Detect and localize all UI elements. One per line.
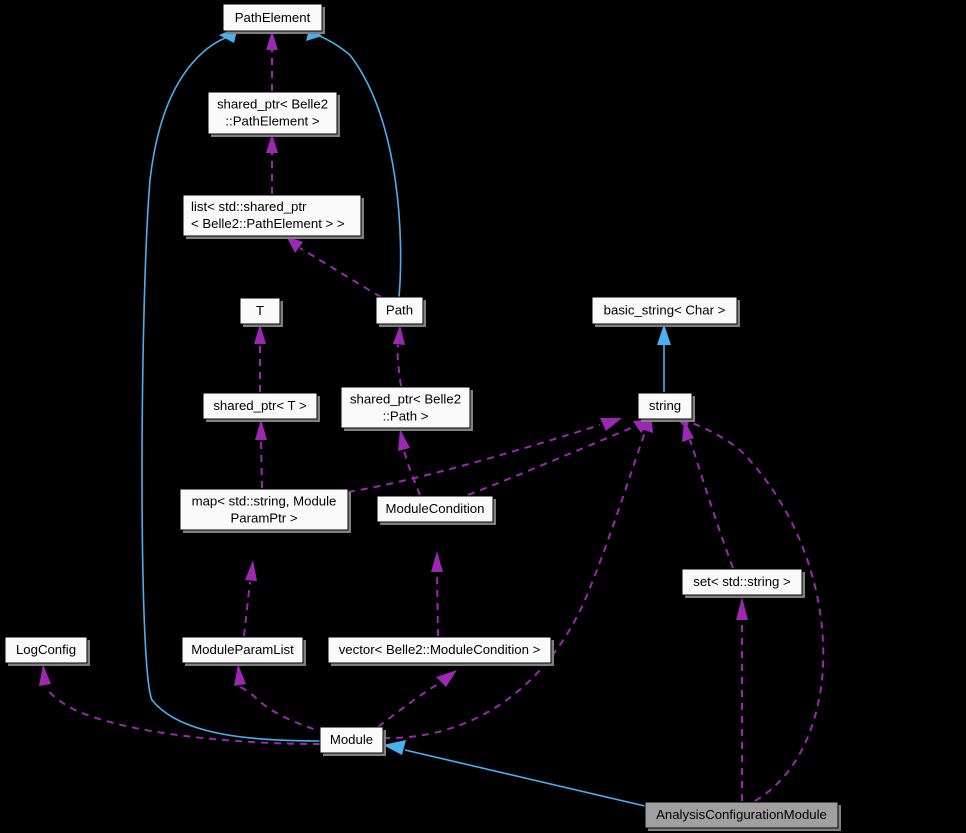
node-modulecondition-label: ModuleCondition [386, 501, 485, 516]
node-vector-modulecondition[interactable]: vector< Belle2::ModuleCondition > [327, 636, 554, 666]
node-shared-ptr-belle2-pathelement[interactable]: shared_ptr< Belle2 ::PathElement > [207, 91, 340, 137]
node-path[interactable]: Path [375, 296, 426, 327]
node-shared-ptr-t-label: shared_ptr< T > [213, 398, 307, 413]
node-analysisconfigurationmodule[interactable]: AnalysisConfigurationModule [644, 801, 841, 831]
node-map-string-moduleparamptr-label-line1: map< std::string, Module [192, 493, 337, 508]
edge-spt-to-t [254, 324, 266, 392]
edge-acm-to-setstring [736, 597, 748, 801]
edge-modulecondition-to-string [467, 419, 654, 496]
edge-module-to-string [382, 412, 653, 740]
edge-module-to-moduleparamlist [234, 664, 327, 734]
node-list-shared-ptr-pathelement-label-line2: < Belle2::PathElement > > [191, 216, 345, 231]
node-pathelement-label: PathElement [235, 10, 311, 25]
node-module-label: Module [330, 732, 373, 747]
node-t[interactable]: T [239, 297, 283, 327]
node-t-label: T [256, 303, 264, 318]
edge-acm-to-module [383, 740, 646, 807]
node-basic-string-char-label: basic_string< Char > [604, 302, 726, 317]
node-set-string[interactable]: set< std::string > [681, 568, 805, 598]
node-vector-modulecondition-label: vector< Belle2::ModuleCondition > [339, 642, 541, 657]
node-map-string-moduleparamptr-label-line2: ParamPtr > [230, 510, 297, 525]
node-string-label: string [649, 398, 681, 413]
node-path-label: Path [386, 302, 413, 317]
node-analysisconfigurationmodule-label: AnalysisConfigurationModule [656, 807, 827, 822]
edge-module-to-logconfig [39, 664, 321, 745]
node-group: PathElement shared_ptr< Belle2 ::PathEle… [4, 3, 841, 831]
node-pathelement[interactable]: PathElement [222, 3, 325, 34]
edge-path-to-list [286, 236, 382, 298]
node-shared-ptr-t[interactable]: shared_ptr< T > [202, 392, 320, 422]
edge-list-to-sppathelement [266, 134, 278, 194]
node-shared-ptr-belle2-path-label-line2: ::Path > [383, 408, 429, 423]
node-shared-ptr-belle2-pathelement-label-line2: ::PathElement > [225, 113, 319, 128]
edge-module-to-vector [377, 670, 457, 728]
node-set-string-label: set< std::string > [693, 574, 791, 589]
edge-path-to-pathelement [306, 25, 402, 298]
node-shared-ptr-belle2-path[interactable]: shared_ptr< Belle2 ::Path > [340, 386, 473, 431]
edge-map-to-string [347, 418, 622, 493]
node-logconfig-label: LogConfig [16, 642, 76, 657]
edge-vector-to-modulecondition [431, 551, 443, 637]
node-moduleparamlist-label: ModuleParamList [191, 642, 294, 657]
node-logconfig[interactable]: LogConfig [4, 636, 90, 666]
node-module[interactable]: Module [319, 726, 386, 756]
edge-modulecondition-to-sppath [398, 429, 421, 496]
node-shared-ptr-belle2-path-label-line1: shared_ptr< Belle2 [350, 391, 461, 406]
node-list-shared-ptr-pathelement-label-line1: list< std::shared_ptr [191, 199, 307, 214]
node-list-shared-ptr-pathelement[interactable]: list< std::shared_ptr < Belle2::PathElem… [182, 194, 364, 239]
node-basic-string-char[interactable]: basic_string< Char > [591, 296, 740, 327]
edge-map-to-spt [255, 419, 267, 489]
edge-sppath-to-path [393, 325, 405, 387]
edge-setstring-to-string [682, 420, 734, 569]
edge-moduleparamlist-to-map [243, 560, 257, 637]
edge-sppathelement-to-pathelement [266, 31, 278, 91]
node-modulecondition[interactable]: ModuleCondition [376, 495, 496, 525]
node-map-string-moduleparamptr[interactable]: map< std::string, Module ParamPtr > [179, 488, 351, 533]
node-string[interactable]: string [637, 392, 695, 422]
node-shared-ptr-belle2-pathelement-label-line1: shared_ptr< Belle2 [217, 96, 328, 111]
edge-string-to-basicstring [657, 324, 671, 392]
node-moduleparamlist[interactable]: ModuleParamList [181, 636, 306, 666]
edge-acm-to-string [674, 417, 825, 802]
